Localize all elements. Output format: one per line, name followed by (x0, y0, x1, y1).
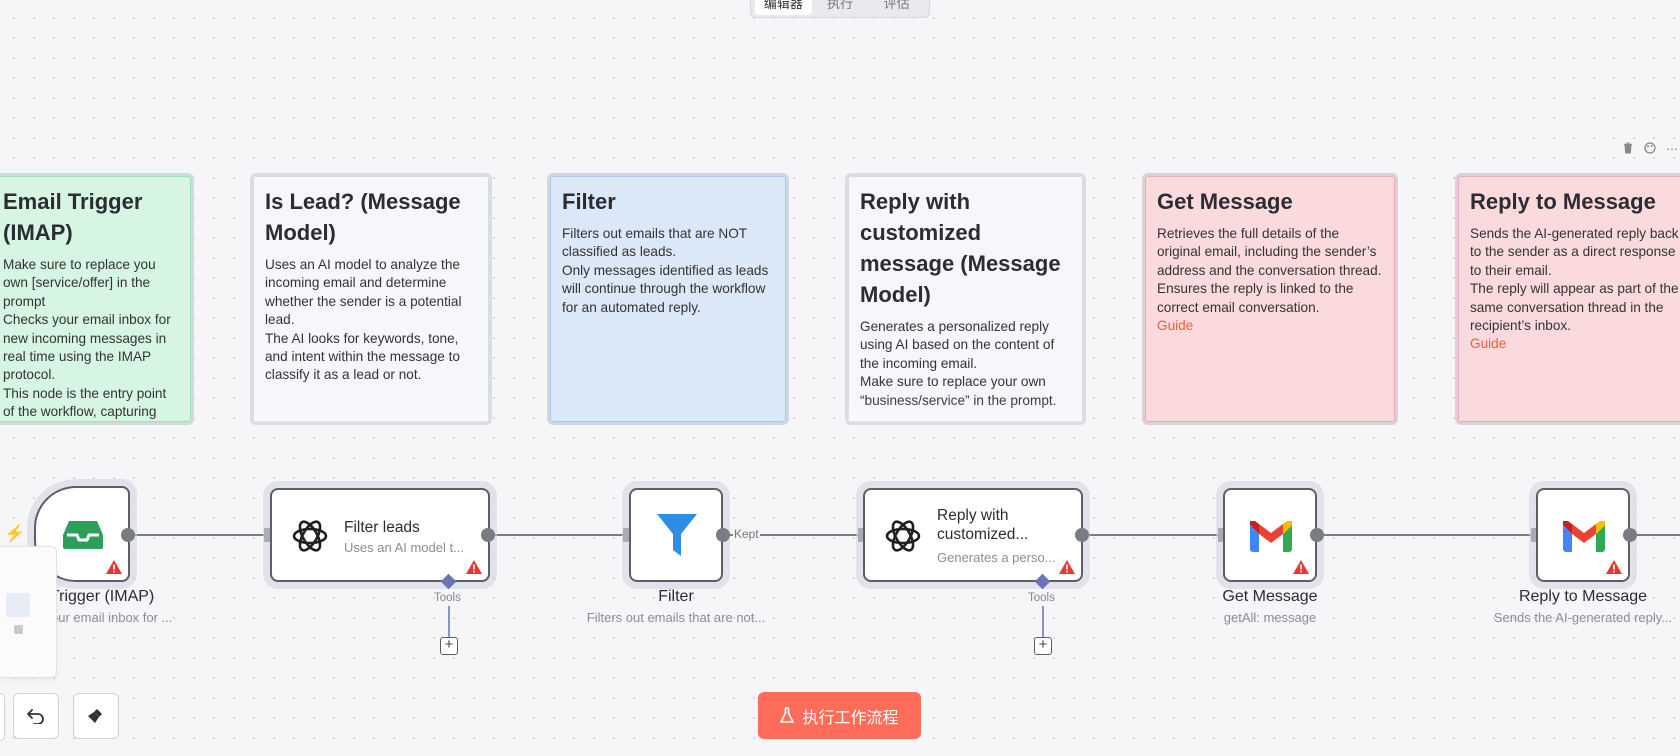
input-port[interactable] (1531, 528, 1538, 542)
connection-get-to-reply-message[interactable] (1316, 534, 1532, 536)
palette-icon[interactable] (1644, 142, 1656, 154)
node-subtitle: Generates a perso... (937, 550, 1056, 565)
run-workflow-button[interactable]: 执行工作流程 (758, 692, 921, 739)
tab-evaluations[interactable]: 评估 (883, 0, 910, 11)
undo-button[interactable] (13, 693, 59, 739)
node-label: Reply to Message (1518, 588, 1648, 605)
node-get-message[interactable] (1223, 488, 1317, 582)
note-body: Make sure to replace you own [service/of… (3, 257, 171, 420)
warning-icon[interactable] (106, 560, 122, 574)
node-subtitle: getAll: message (1223, 610, 1317, 625)
broom-icon (88, 709, 102, 723)
note-body: Filters out emails that are NOT classifi… (562, 226, 769, 315)
more-icon[interactable]: ⋯ (1666, 142, 1678, 156)
openai-icon (292, 520, 328, 552)
connection-reply-to-get-message[interactable] (1082, 534, 1220, 536)
funnel-icon (657, 514, 697, 556)
gmail-icon (1563, 521, 1605, 552)
node-label: Get Message (1222, 588, 1318, 605)
view-tabs: 编辑器 执行 评估 (750, 0, 930, 18)
guide-link[interactable]: Guide (1470, 336, 1507, 352)
connection-trigger-to-filter-leads[interactable] (128, 534, 264, 536)
node-title: Reply with customized... (937, 507, 1029, 543)
flask-icon (780, 707, 795, 723)
output-port[interactable] (121, 528, 135, 542)
node-reply-custom[interactable]: Reply with customized... Generates a per… (863, 488, 1083, 582)
input-port[interactable] (858, 528, 865, 542)
warning-icon[interactable] (1059, 560, 1075, 574)
note-reply-custom[interactable]: Reply with customized message (Message M… (845, 173, 1086, 425)
note-body: Generates a personalized reply using AI … (860, 319, 1056, 408)
note-title: Reply with customized message (Message M… (860, 189, 1061, 307)
warning-icon[interactable] (1606, 560, 1622, 574)
gmail-icon (1250, 521, 1292, 552)
tools-line (448, 606, 450, 640)
note-title: Email Trigger (IMAP) (3, 189, 143, 245)
guide-link[interactable]: Guide (1157, 318, 1194, 334)
note-title: Filter (562, 189, 616, 214)
note-is-lead[interactable]: Is Lead? (Message Model) Uses an AI mode… (250, 173, 492, 425)
note-body: Sends the AI-generated reply back to the… (1470, 226, 1679, 334)
add-tool-button[interactable]: + (1034, 637, 1052, 655)
tools-label: Tools (1028, 592, 1055, 604)
trigger-bolt-icon: ⚡ (4, 524, 26, 543)
node-subtitle: Sends the AI-generated reply... (1493, 610, 1673, 625)
output-port[interactable] (481, 528, 495, 542)
node-email-trigger[interactable] (34, 486, 130, 582)
inbox-icon (63, 521, 103, 549)
sticky-toolbar: ⋯ (1622, 142, 1678, 156)
node-filter[interactable] (629, 488, 723, 582)
input-port[interactable] (623, 528, 630, 542)
warning-icon[interactable] (466, 560, 482, 574)
note-title: Is Lead? (Message Model) (265, 189, 461, 245)
warning-icon[interactable] (1293, 560, 1309, 574)
output-port[interactable] (716, 528, 730, 542)
connection-filter-leads-to-filter[interactable] (488, 534, 624, 536)
undo-icon (27, 709, 44, 724)
node-panel[interactable] (0, 546, 57, 678)
output-port[interactable] (1075, 528, 1089, 542)
edge-label-kept: Kept (733, 527, 760, 541)
add-tool-button[interactable]: + (440, 637, 458, 655)
openai-icon (885, 520, 921, 552)
trash-icon[interactable] (1622, 142, 1634, 154)
note-reply-message[interactable]: Reply to Message Sends the AI-generated … (1455, 173, 1680, 425)
node-subtitle: Filters out emails that are not... (586, 610, 766, 625)
node-subtitle: Checks your email inbox for ... (0, 610, 173, 625)
node-title: Filter leads (344, 519, 420, 536)
tab-editor[interactable]: 编辑器 (755, 0, 812, 15)
connection-filter-to-reply[interactable] (724, 534, 860, 536)
connection-reply-message-out[interactable] (1630, 534, 1680, 536)
zoom-controls-edge[interactable] (0, 693, 5, 741)
note-body: Uses an AI model to analyze the incoming… (265, 257, 462, 383)
note-filter[interactable]: Filter Filters out emails that are NOT c… (547, 173, 789, 425)
node-subtitle: Uses an AI model t... (344, 540, 464, 555)
output-port[interactable] (1623, 528, 1637, 542)
note-title: Reply to Message (1470, 189, 1656, 214)
tidy-up-button[interactable] (73, 693, 119, 739)
node-label: Filter (658, 588, 694, 605)
output-port[interactable] (1310, 528, 1324, 542)
tab-executions[interactable]: 执行 (827, 0, 854, 11)
tools-label: Tools (434, 592, 461, 604)
tools-line (1042, 606, 1044, 640)
note-title: Get Message (1157, 189, 1293, 214)
node-reply-message[interactable] (1536, 488, 1630, 582)
note-get-message[interactable]: Get Message Retrieves the full details o… (1142, 173, 1398, 425)
note-email-trigger[interactable]: Email Trigger (IMAP) Make sure to replac… (0, 173, 194, 425)
run-workflow-label: 执行工作流程 (802, 709, 899, 727)
input-port[interactable] (1218, 528, 1225, 542)
input-port[interactable] (264, 528, 271, 542)
node-filter-leads[interactable]: Filter leads Uses an AI model t... (270, 488, 490, 582)
note-body: Retrieves the full details of the origin… (1157, 226, 1382, 315)
